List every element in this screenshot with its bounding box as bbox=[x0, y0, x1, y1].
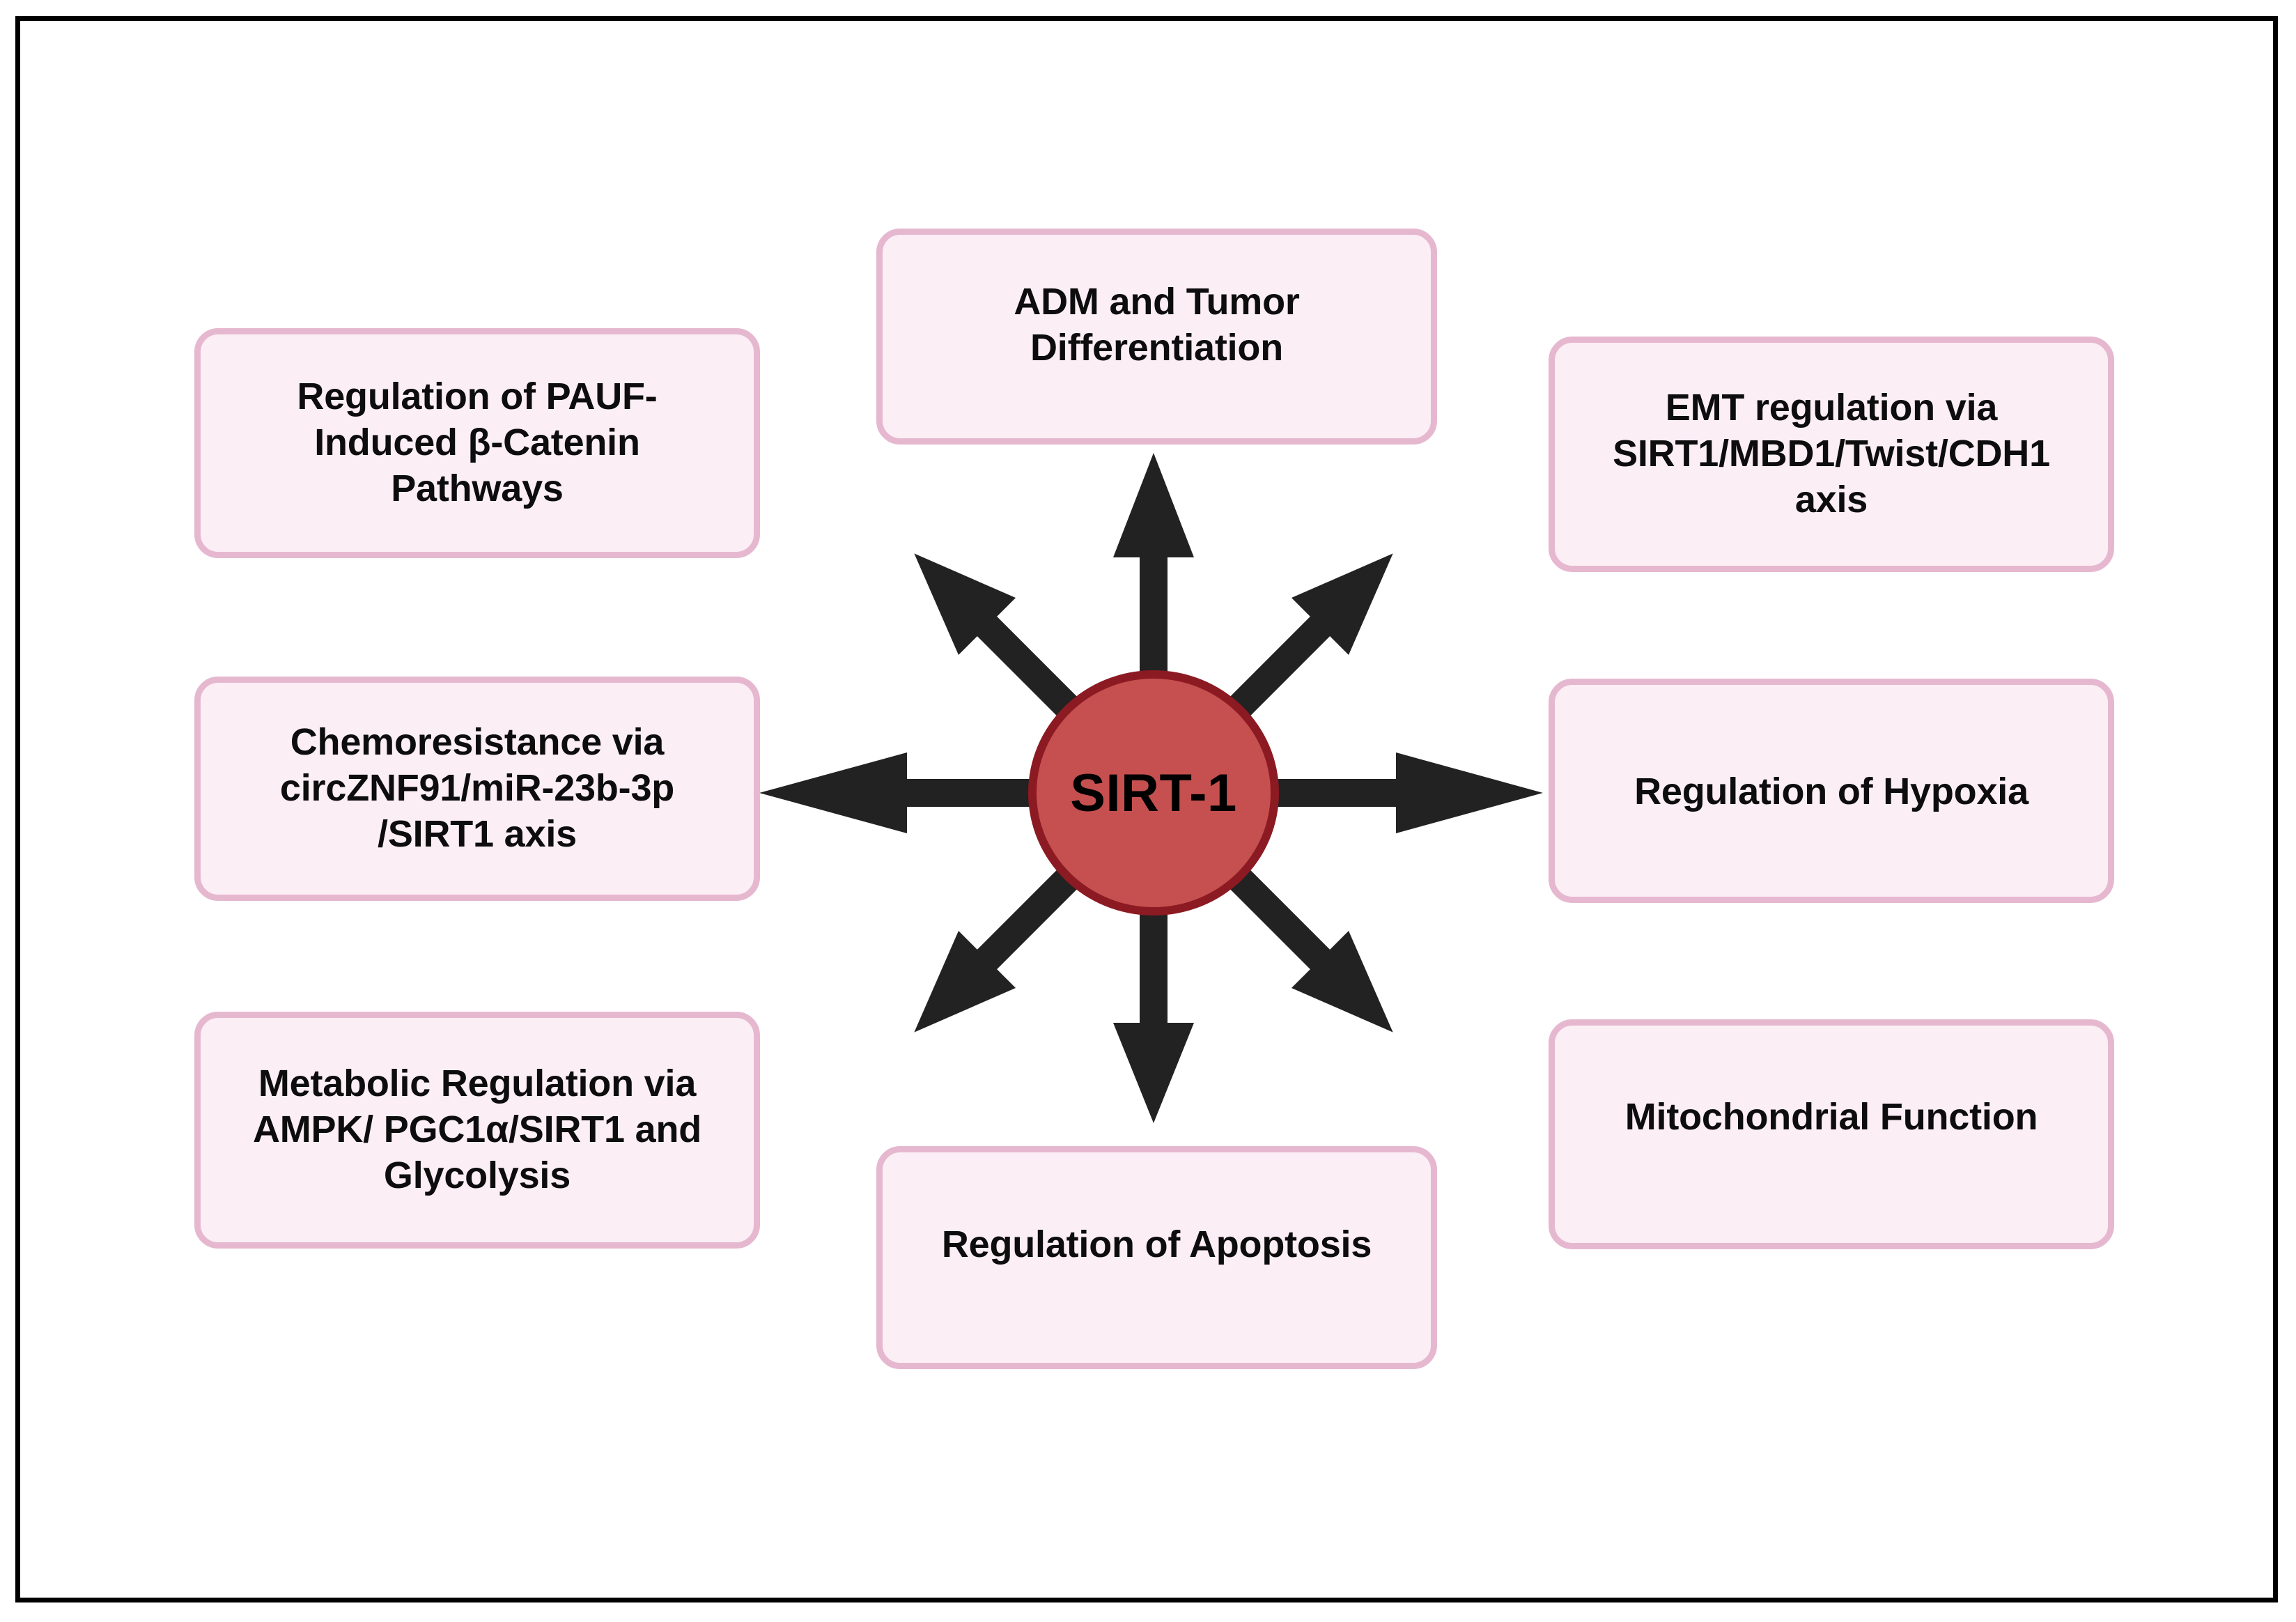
node-box-mitochondrial-function[interactable]: Mitochondrial Function bbox=[1549, 1019, 2114, 1249]
node-label-metabolic-regulation: Metabolic Regulation via AMPK/ PGC1α/SIR… bbox=[252, 1063, 702, 1196]
node-box-chemoresistance[interactable]: Chemoresistance via circZNF91/miR-23b-3p… bbox=[194, 677, 760, 901]
node-label-hypoxia: Regulation of Hypoxia bbox=[1634, 771, 2029, 813]
central-node-label: SIRT-1 bbox=[1070, 763, 1237, 823]
node-label-pauf: Regulation of PAUF- Induced β-Catenin Pa… bbox=[297, 376, 658, 509]
node-label-adm: ADM and Tumor Differentiation bbox=[1014, 281, 1300, 369]
node-label-mitochondrial-function: Mitochondrial Function bbox=[1624, 1096, 2038, 1138]
node-box-metabolic-regulation[interactable]: Metabolic Regulation via AMPK/ PGC1α/SIR… bbox=[194, 1012, 760, 1249]
node-box-emt[interactable]: EMT regulation via SIRT1/MBD1/Twist/CDH1… bbox=[1549, 337, 2114, 572]
node-box-pauf[interactable]: Regulation of PAUF- Induced β-Catenin Pa… bbox=[194, 328, 760, 558]
node-box-apoptosis[interactable]: Regulation of Apoptosis bbox=[876, 1146, 1437, 1369]
node-label-emt: EMT regulation via SIRT1/MBD1/Twist/CDH1… bbox=[1613, 387, 2050, 520]
node-label-chemoresistance: Chemoresistance via circZNF91/miR-23b-3p… bbox=[279, 721, 675, 855]
node-box-adm[interactable]: ADM and Tumor Differentiation bbox=[876, 229, 1437, 445]
node-label-apoptosis: Regulation of Apoptosis bbox=[941, 1223, 1372, 1266]
central-node-sirt1[interactable]: SIRT-1 bbox=[1028, 670, 1279, 916]
node-box-hypoxia[interactable]: Regulation of Hypoxia bbox=[1549, 679, 2114, 903]
